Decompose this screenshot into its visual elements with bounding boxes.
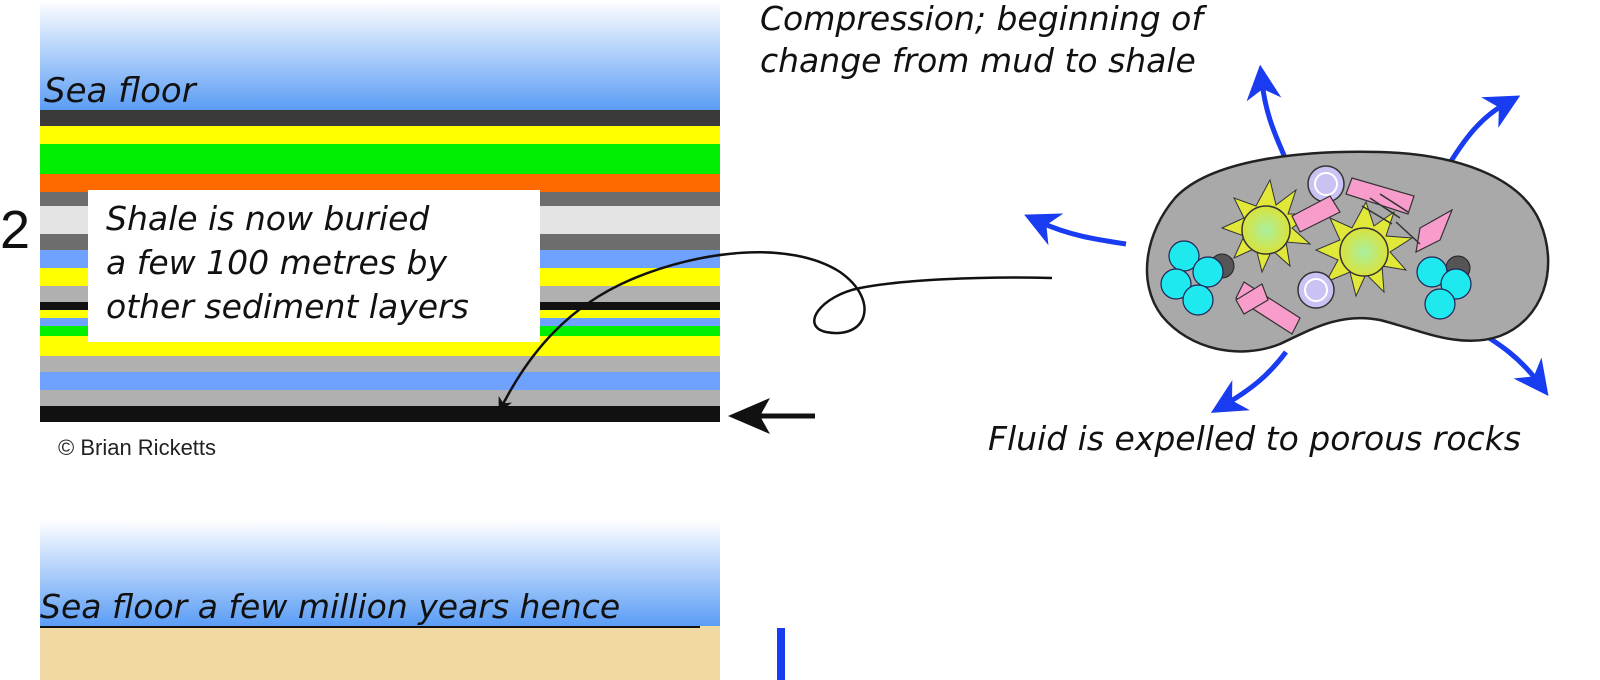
layer (40, 126, 720, 144)
curved-arrow-icon (1445, 95, 1521, 168)
layer (40, 390, 720, 406)
compression-line: Compression; beginning of (760, 0, 1207, 38)
curved-arrow-icon (1246, 64, 1288, 159)
future-sea-floor-label: Sea floor a few million years hence (40, 587, 620, 626)
left-arrow-icon (728, 398, 815, 434)
shale-note-line: other sediment layers (106, 287, 469, 326)
mica-flake (1415, 208, 1454, 254)
shale-note-box (88, 190, 540, 342)
clay-lines (1361, 193, 1421, 245)
lavender-grain (1297, 271, 1335, 309)
mica-flake (1235, 283, 1269, 315)
stage-number: 2 (0, 200, 30, 260)
compacted-mud-grain (1145, 150, 1550, 353)
layer (40, 144, 720, 174)
sea-water (40, 0, 720, 110)
compression-label: Compression; beginning of change from mu… (760, 0, 1214, 80)
compression-line: change from mud to shale (760, 41, 1196, 80)
blue-marker (777, 628, 785, 680)
quartz-cluster (1160, 240, 1235, 316)
copyright-text: © Brian Ricketts (58, 435, 216, 460)
quartz-cluster (1416, 255, 1472, 320)
lavender-grain (1307, 165, 1345, 203)
curved-arrow-icon (1210, 350, 1288, 413)
curved-arrow-icon (1024, 213, 1127, 247)
shale-note-line: a few 100 metres by (106, 243, 447, 282)
fluid-expelled-label: Fluid is expelled to porous rocks (988, 419, 1521, 458)
layer (40, 356, 720, 372)
layer (40, 372, 720, 390)
sea-floor-label: Sea floor (44, 71, 198, 111)
pyrite-crystal (1314, 200, 1414, 298)
layer (40, 174, 720, 192)
layer (40, 110, 720, 126)
connector-loop-line (498, 251, 1053, 413)
future-sea-water (40, 520, 720, 626)
shale-note-line: Shale is now buried (106, 199, 430, 238)
shale-note-text: Shale is now buried a few 100 metres by … (106, 199, 469, 326)
layer (40, 406, 720, 422)
mica-flake (1291, 195, 1341, 233)
sand-layer (40, 626, 720, 680)
pyrite-crystal (1220, 178, 1314, 274)
